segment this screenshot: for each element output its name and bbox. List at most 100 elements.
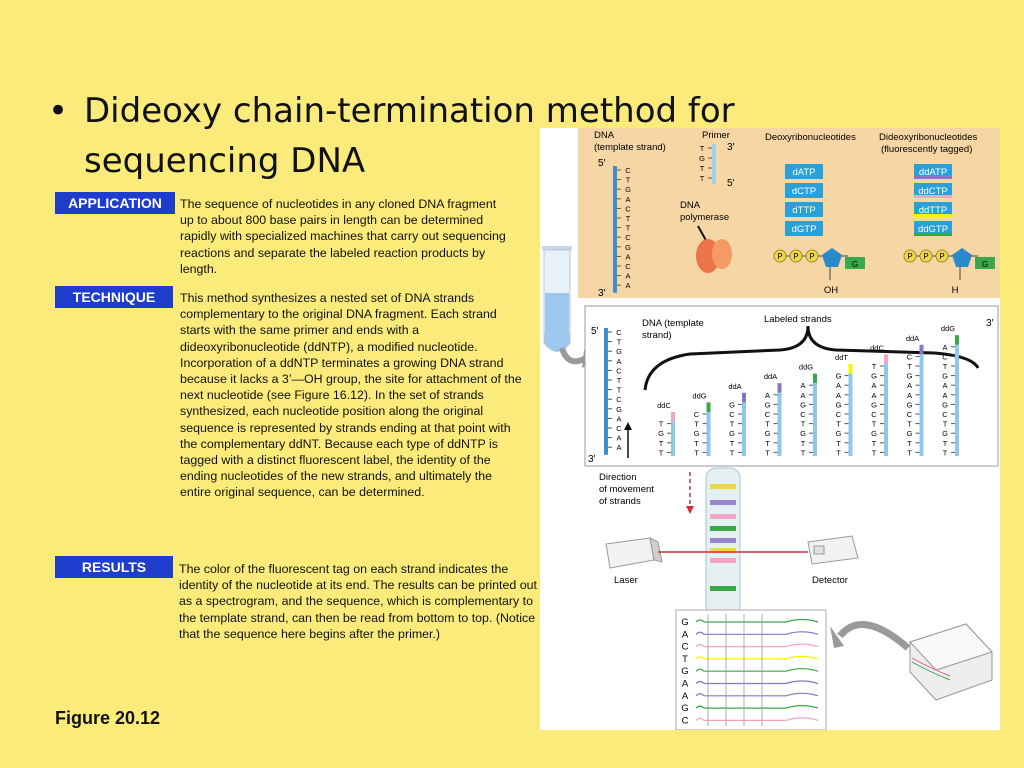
ddntp-tag-stripe xyxy=(914,195,952,198)
detector-icon xyxy=(807,535,859,565)
results-label: RESULTS xyxy=(55,556,173,578)
top-template-base: C xyxy=(625,233,631,242)
top-template-base: T xyxy=(626,176,631,185)
strand-base: T xyxy=(943,448,948,457)
strand-base: G xyxy=(729,429,735,438)
strand-tag-segment xyxy=(848,364,853,374)
strand-base: T xyxy=(730,420,735,429)
dntp-label: dATP xyxy=(792,167,815,178)
strand-base: C xyxy=(800,410,806,419)
h-label: H xyxy=(952,285,959,296)
middle-template-base: A xyxy=(616,434,621,443)
dntp-box xyxy=(785,221,823,236)
strand-base: G xyxy=(836,372,842,381)
dideoxy-base-g: G xyxy=(982,260,988,269)
labeled-strands-label: Labeled strands xyxy=(764,314,832,325)
primer-3prime: 3′ xyxy=(727,142,735,153)
strand-backbone xyxy=(813,383,817,456)
strand-base: T xyxy=(907,448,912,457)
deoxy-header: Deoxyribonucleotides xyxy=(765,132,856,143)
strand-base: T xyxy=(907,420,912,429)
strand-tag-segment xyxy=(919,344,924,355)
strand-base: T xyxy=(659,420,664,429)
gel-capillary-icon xyxy=(705,467,741,619)
test-tube-icon xyxy=(542,246,572,352)
top-template-base: C xyxy=(625,262,631,271)
read-base: C xyxy=(682,642,689,653)
strand-base: A xyxy=(800,381,805,390)
strand-base: T xyxy=(943,420,948,429)
top-template-base: C xyxy=(625,204,631,213)
spectrogram-peak xyxy=(695,680,819,685)
strand-base: G xyxy=(907,400,913,409)
spectrogram-peak xyxy=(695,717,819,721)
strand-base: G xyxy=(658,429,664,438)
polymerase-label-1: DNA xyxy=(680,200,701,211)
top-primer-base: G xyxy=(699,154,705,163)
strand-base: T xyxy=(943,439,948,448)
strand-base: T xyxy=(694,448,699,457)
sequencing-figure: DNA (template strand) Primer 5′ 3′ 3′ 5′… xyxy=(540,128,1000,731)
top-template-base: G xyxy=(625,243,631,252)
strand-base: A xyxy=(871,391,876,400)
title-bullet: • xyxy=(48,91,69,131)
spectrogram-peak xyxy=(695,705,819,709)
printer-arrow xyxy=(837,620,911,651)
strand-tag-segment xyxy=(884,354,888,364)
laser-icon xyxy=(605,537,663,569)
template-5prime: 5′ xyxy=(598,158,606,169)
strand-base: A xyxy=(800,391,805,400)
tube-arrow xyxy=(559,346,588,365)
strand-base: G xyxy=(765,429,771,438)
read-base: T xyxy=(682,654,688,665)
read-base: C xyxy=(682,715,689,726)
strand-dd-label: ddA xyxy=(728,382,741,391)
dna-label: DNA xyxy=(594,130,615,141)
strand-base: A xyxy=(942,343,947,352)
strand-base: C xyxy=(942,352,948,361)
top-template-base: A xyxy=(625,281,630,290)
strand-base: G xyxy=(942,400,948,409)
strand-base: T xyxy=(836,448,841,457)
middle-template-base: A xyxy=(616,414,621,423)
strand-base: A xyxy=(871,381,876,390)
top-primer-base: T xyxy=(700,144,705,153)
strand-base: G xyxy=(871,400,877,409)
strand-base: A xyxy=(907,391,912,400)
strand-backbone xyxy=(777,392,782,456)
spectrogram-peak xyxy=(695,643,819,648)
strand-dd-label: ddG xyxy=(692,391,706,400)
strand-base: A xyxy=(942,381,947,390)
read-base: G xyxy=(681,703,688,714)
direction-label-1: Direction xyxy=(599,472,637,483)
strand-base: T xyxy=(907,362,912,371)
dna-polymerase-icon xyxy=(696,239,732,273)
middle-template-base: T xyxy=(617,376,622,385)
strand-base: G xyxy=(942,429,948,438)
strand-base: G xyxy=(942,372,948,381)
spectrogram-peak xyxy=(695,668,819,672)
dideoxy-phosphate-1: P xyxy=(907,252,912,261)
strand-base: T xyxy=(872,448,877,457)
ddntp-label: ddTTP xyxy=(919,205,948,216)
printer-icon xyxy=(909,623,993,701)
dideoxy-phosphate-2: P xyxy=(923,252,928,261)
dntp-box xyxy=(785,164,823,179)
strand-base: T xyxy=(943,362,948,371)
strand-base: T xyxy=(836,420,841,429)
strand-base: C xyxy=(694,410,700,419)
deoxy-phosphate-2: P xyxy=(793,252,798,261)
strand-base: C xyxy=(729,410,735,419)
strand-base: A xyxy=(942,391,947,400)
strand-base: T xyxy=(801,420,806,429)
detector-label: Detector xyxy=(812,575,848,586)
read-base: G xyxy=(681,666,688,677)
spectrogram-peak xyxy=(695,631,819,635)
strand-base: T xyxy=(765,448,770,457)
strand-base: T xyxy=(730,439,735,448)
